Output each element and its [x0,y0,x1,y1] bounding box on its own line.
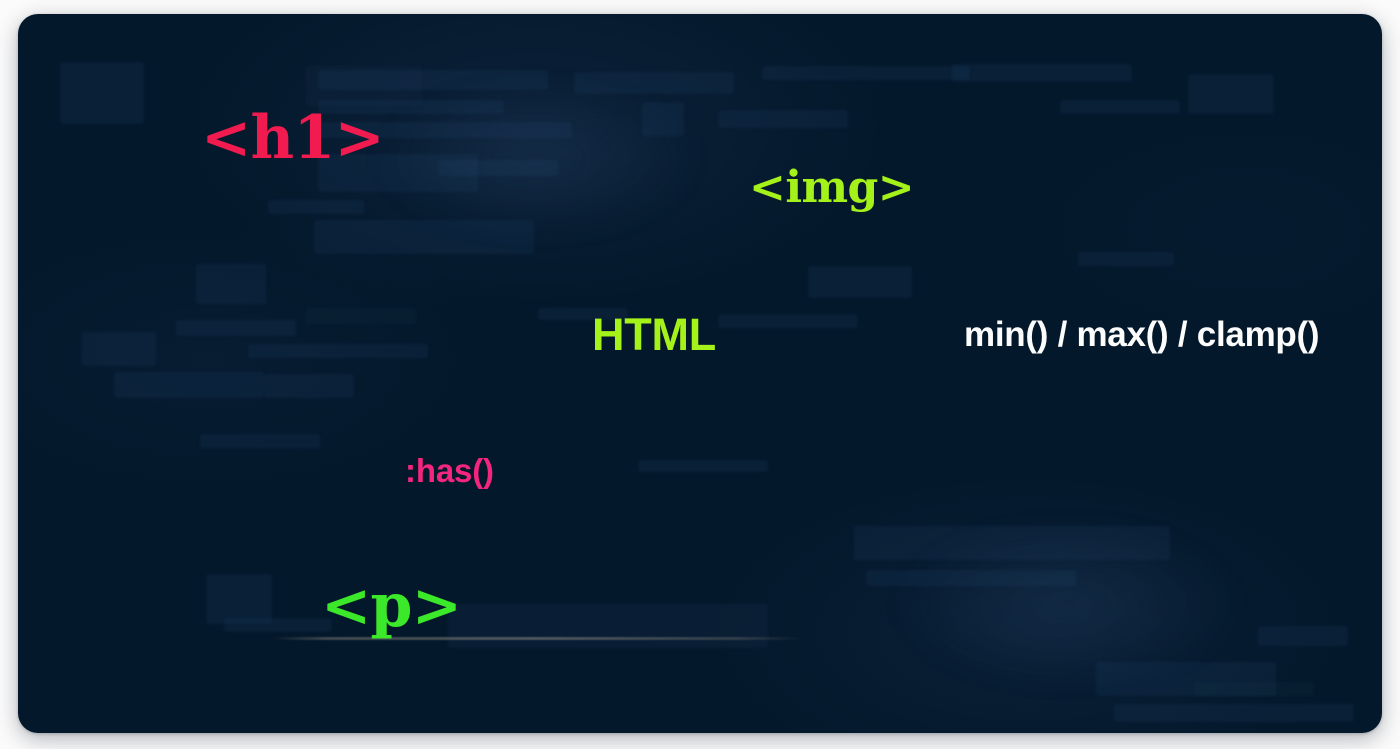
label-p-tag[interactable]: <p> [321,571,462,641]
label-img-tag[interactable]: <img> [749,162,915,213]
label-html[interactable]: HTML [592,309,717,360]
feature-board-panel: <h1> <img> HTML min() / max() / clamp() … [18,14,1382,733]
label-min-max-clamp[interactable]: min() / max() / clamp() [964,315,1320,354]
label-h1-tag[interactable]: <h1> [201,103,385,173]
label-has-selector[interactable]: :has() [405,452,494,489]
